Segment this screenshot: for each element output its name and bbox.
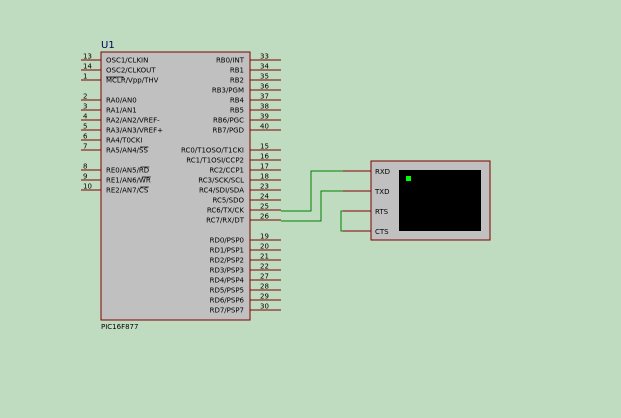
pin-16-number: 16 (260, 153, 269, 161)
pin-label-rd5-psp5: RD5/PSP5 (210, 287, 244, 295)
pin-39-number: 39 (260, 113, 269, 121)
pin-label-rc5-sdo: RC5/SDO (212, 197, 244, 205)
pin-19-number: 19 (260, 233, 269, 241)
pin-label-re1-an6-wr: RE1/AN6/WR (106, 177, 151, 185)
pin-1-number: 1 (83, 73, 87, 81)
pin-5-number: 5 (83, 123, 87, 131)
pin-label-rd0-psp0: RD0/PSP0 (210, 237, 244, 245)
terminal-pin-txd-label: TXD (374, 188, 389, 196)
pin-21-number: 21 (260, 253, 269, 261)
pin-4-number: 4 (83, 113, 88, 121)
pin-label-ra4-t0cki: RA4/T0CKI (106, 137, 142, 145)
pin-label-rc3-sck-scl: RC3/SCK/SCL (198, 177, 244, 185)
pin-28-number: 28 (260, 283, 269, 291)
pin-3-number: 3 (83, 103, 87, 111)
component-part-label: PIC16F877 (101, 323, 138, 331)
pin-35-number: 35 (260, 73, 269, 81)
pin-22-number: 22 (260, 263, 269, 271)
pin-label-rd2-psp2: RD2/PSP2 (210, 257, 244, 265)
pin-label-ra0-an0: RA0/AN0 (106, 97, 137, 105)
pin-13-number: 13 (83, 53, 92, 61)
wire-tx-to-rxd[interactable] (281, 170, 343, 212)
terminal-pin-rts-label: RTS (375, 208, 389, 216)
pin-label-rb6-pgc: RB6/PGC (213, 117, 244, 125)
pin-9-number: 9 (83, 173, 87, 181)
terminal-cursor-icon (406, 176, 411, 181)
pin-label-rc4-sdi-sda: RC4/SDI/SDA (199, 187, 244, 195)
pin-8-number: 8 (83, 163, 87, 171)
pin-label-rc6-tx-ck: RC6/TX/CK (207, 207, 245, 215)
pin-10-number: 10 (83, 183, 92, 191)
pin-label-rd1-psp1: RD1/PSP1 (210, 247, 244, 255)
pin-14-number: 14 (83, 63, 92, 71)
pin-25-number: 25 (260, 203, 269, 211)
pin-38-number: 38 (260, 103, 269, 111)
pin-label-rc2-ccp1: RC2/CCP1 (209, 167, 244, 175)
pin-label-mclr-vpp-thv: MCLR/Vpp/THV (106, 77, 159, 85)
pin-label-osc1-clkin: OSC1/CLKIN (106, 57, 148, 65)
pin-30-number: 30 (260, 303, 269, 311)
pin-17-number: 17 (260, 163, 269, 171)
pin-36-number: 36 (260, 83, 269, 91)
pin-label-ra2-an2-vref: RA2/AN2/VREF- (106, 117, 160, 125)
pin-label-rc1-t1osi-ccp2: RC1/T1OSI/CCP2 (186, 157, 244, 165)
pin-15-number: 15 (260, 143, 269, 151)
pin-label-rb1: RB1 (230, 67, 244, 75)
wire-rx-to-txd[interactable] (281, 190, 343, 222)
pin-label-rb5: RB5 (230, 107, 244, 115)
wire-rts-to-cts[interactable] (340, 210, 343, 232)
pin-label-osc2-clkout: OSC2/CLKOUT (106, 67, 156, 75)
pin-label-rc7-rx-dt: RC7/RX/DT (206, 217, 245, 225)
pin-37-number: 37 (260, 93, 269, 101)
pin-label-ra5-an4-ss: RA5/AN4/SS (106, 147, 148, 155)
pin-7-number: 7 (83, 143, 87, 151)
pin-label-rd4-psp4: RD4/PSP4 (210, 277, 245, 285)
pin-label-ra1-an1: RA1/AN1 (106, 107, 137, 115)
pin-label-rd7-psp7: RD7/PSP7 (210, 307, 244, 315)
pin-2-number: 2 (83, 93, 87, 101)
terminal-pin-cts-label: CTS (375, 228, 389, 236)
pin-33-number: 33 (260, 53, 269, 61)
pin-23-number: 23 (260, 183, 269, 191)
terminal-pin-group: RXD TXD RTS CTS (343, 168, 390, 236)
pin-label-rb4: RB4 (230, 97, 245, 105)
pin-label-re0-an5-rd: RE0/AN5/RD (106, 167, 149, 175)
terminal-screen (399, 170, 481, 231)
microcontroller-body[interactable] (100, 51, 251, 321)
pin-label-rc0-t1oso-t1cki: RC0/T1OSO/T1CKI (181, 147, 244, 155)
pin-26-number: 26 (260, 213, 269, 221)
pin-label-rb3-pgm: RB3/PGM (212, 87, 244, 95)
pin-40-number: 40 (260, 123, 269, 131)
pin-20-number: 20 (260, 243, 269, 251)
pin-6-number: 6 (83, 133, 88, 141)
pin-18-number: 18 (260, 173, 269, 181)
component-ref-label: U1 (101, 40, 115, 51)
pin-label-ra3-an3-vref: RA3/AN3/VREF+ (106, 127, 163, 135)
pin-label-re2-an7-cs: RE2/AN7/CS (106, 187, 149, 195)
pin-34-number: 34 (260, 63, 269, 71)
terminal-pin-rxd-label: RXD (375, 168, 390, 176)
pin-27-number: 27 (260, 273, 269, 281)
pin-label-rb0-int: RB0/INT (216, 57, 245, 65)
pin-label-rb2: RB2 (230, 77, 244, 85)
pin-label-rd3-psp3: RD3/PSP3 (210, 267, 244, 275)
pin-29-number: 29 (260, 293, 269, 301)
pin-label-rd6-psp6: RD6/PSP6 (210, 297, 245, 305)
pin-label-rb7-pgd: RB7/PGD (212, 127, 244, 135)
virtual-terminal[interactable]: RXD TXD RTS CTS (343, 160, 491, 241)
pin-24-number: 24 (260, 193, 269, 201)
